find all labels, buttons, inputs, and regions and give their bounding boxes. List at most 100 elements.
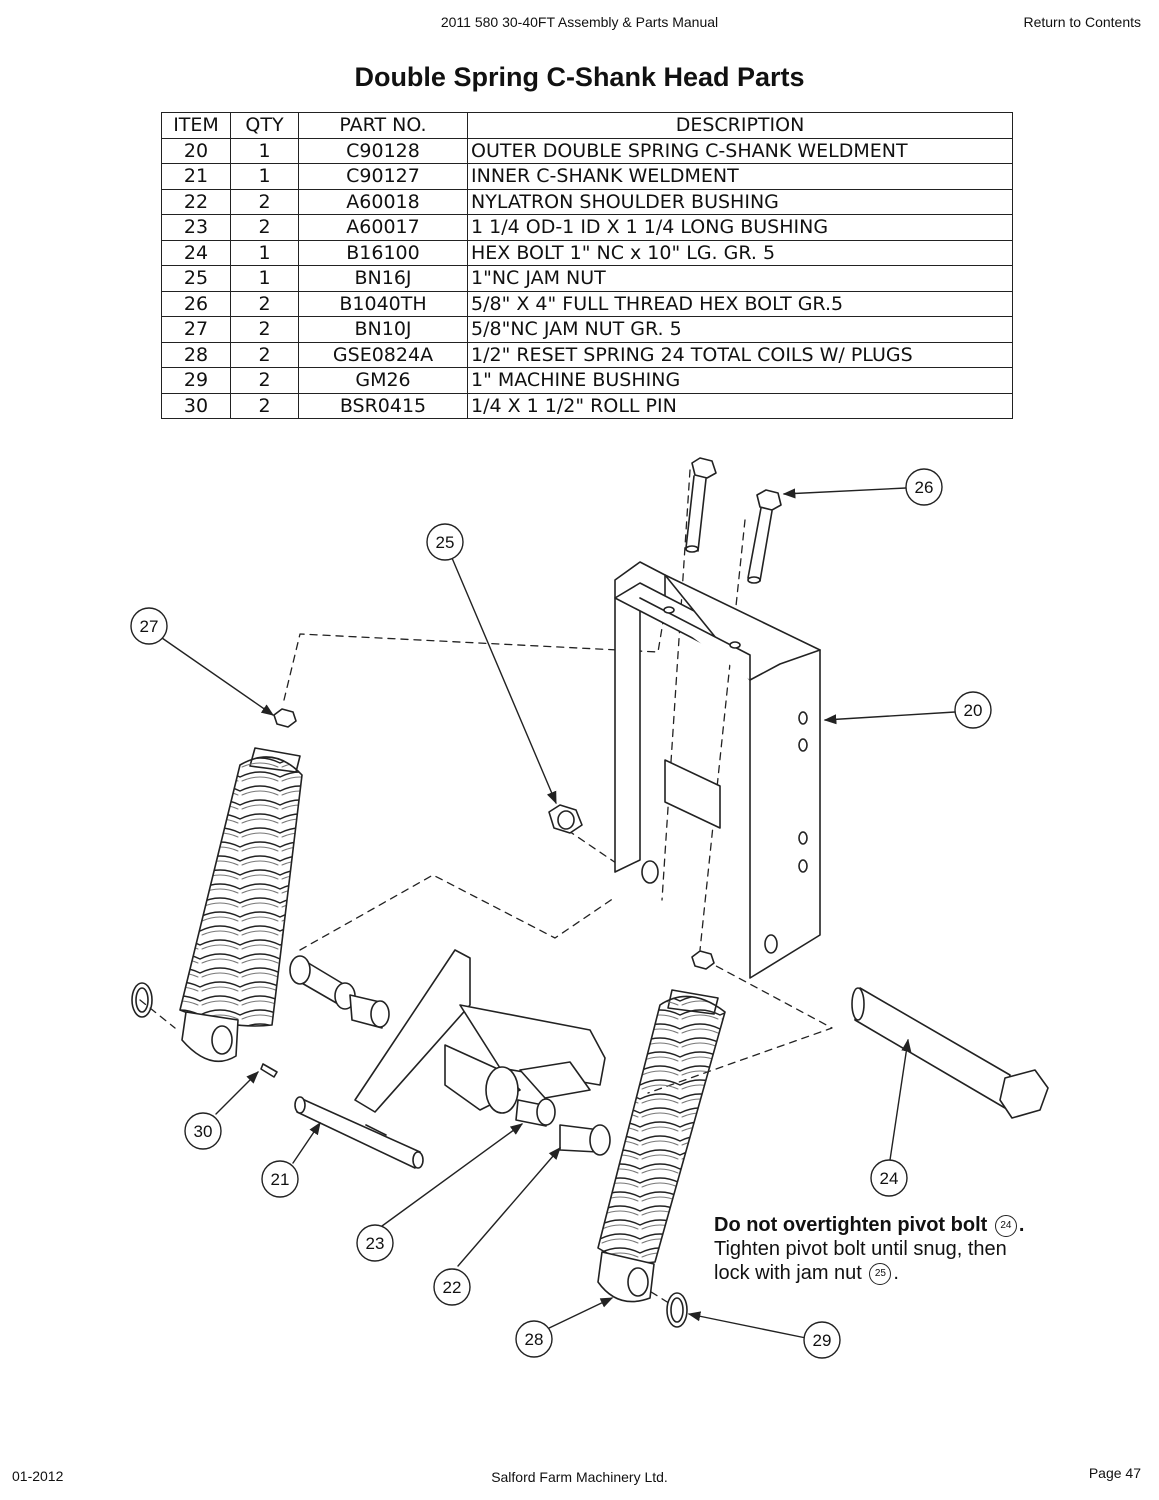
qty-cell: 2 — [230, 188, 299, 215]
description-cell: 1/2" RESET SPRING 24 TOTAL COILS W/ PLUG… — [467, 341, 1013, 368]
jam-nut-27-left — [273, 708, 297, 728]
description-cell: 5/8"NC JAM NUT GR. 5 — [467, 316, 1013, 343]
reset-spring-28-right — [597, 989, 726, 1303]
pivot-shaft-21 — [294, 1096, 424, 1169]
callout-27: 27 — [130, 607, 168, 645]
machine-bushing-29-right — [666, 1292, 688, 1328]
return-to-contents-link[interactable]: Return to Contents — [1023, 14, 1141, 30]
part-no-cell: BN10J — [298, 316, 468, 343]
qty-cell: 2 — [230, 290, 299, 317]
description-cell: HEX BOLT 1" NC x 10" LG. GR. 5 — [467, 239, 1013, 266]
callout-30: 30 — [184, 1112, 222, 1150]
callout-25: 25 — [426, 523, 464, 561]
part-no-cell: A60018 — [298, 188, 468, 215]
item-cell: 30 — [161, 392, 231, 419]
description-cell: 1" MACHINE BUSHING — [467, 367, 1013, 394]
callout-22: 22 — [433, 1268, 471, 1306]
callout-29: 29 — [803, 1321, 841, 1359]
machine-bushing-29-left — [131, 982, 153, 1018]
part-no-cell: GSE0824A — [298, 341, 468, 368]
qty-cell: 2 — [230, 214, 299, 241]
callout-30-label: 30 — [194, 1122, 213, 1141]
qty-cell: 2 — [230, 367, 299, 394]
col-part-no: PART NO. — [298, 112, 468, 139]
callout-26-label: 26 — [915, 478, 934, 497]
part-no-cell: BN16J — [298, 265, 468, 292]
item-cell: 23 — [161, 214, 231, 241]
col-item: ITEM — [161, 112, 231, 139]
item-cell: 20 — [161, 137, 231, 164]
callout-27-label: 27 — [140, 617, 159, 636]
leader-lines — [161, 487, 956, 1339]
part-no-cell: B1040TH — [298, 290, 468, 317]
assembly-guide-lines — [139, 469, 833, 1306]
shoulder-bushing-22-bottom — [559, 1124, 611, 1156]
note-line3-text: lock with jam nut — [714, 1262, 862, 1284]
description-cell: 1"NC JAM NUT — [467, 265, 1013, 292]
callout-25-label: 25 — [436, 533, 455, 552]
hex-bolt-26-left — [685, 457, 717, 553]
bushing-23-bottom — [515, 1098, 556, 1127]
footer-page-number: Page 47 — [1088, 1465, 1141, 1481]
qty-cell: 2 — [230, 392, 299, 419]
col-description: DESCRIPTION — [467, 112, 1013, 139]
qty-cell: 1 — [230, 239, 299, 266]
item-cell: 24 — [161, 239, 231, 266]
item-cell: 22 — [161, 188, 231, 215]
table-header-row: ITEM QTY PART NO. DESCRIPTION — [161, 112, 1013, 139]
page-heading: Double Spring C-Shank Head Parts — [354, 62, 805, 92]
assembly-note: Do not overtighten pivot bolt 24. Tighte… — [714, 1213, 1024, 1285]
callout-28: 28 — [515, 1320, 553, 1358]
callout-23: 23 — [356, 1224, 394, 1262]
part-no-cell: A60017 — [298, 214, 468, 241]
roll-pin-30 — [260, 1063, 278, 1078]
item-cell: 27 — [161, 316, 231, 343]
note-line-2: Tighten pivot bolt until snug, then — [714, 1238, 1007, 1260]
note-ref-24: 24 — [994, 1214, 1017, 1237]
bushing-23-top — [349, 994, 390, 1029]
note-line3-end: . — [893, 1262, 899, 1284]
description-cell: OUTER DOUBLE SPRING C-SHANK WELDMENT — [467, 137, 1013, 164]
qty-cell: 1 — [230, 265, 299, 292]
callout-21-label: 21 — [271, 1170, 290, 1189]
inner-c-shank-weldment-21 — [354, 949, 606, 1114]
shoulder-bushing-22-top — [289, 955, 356, 1010]
hex-bolt-24 — [851, 987, 1049, 1119]
callout-22-label: 22 — [443, 1278, 462, 1297]
callout-24-label: 24 — [880, 1169, 899, 1188]
item-cell: 29 — [161, 367, 231, 394]
hex-bolt-26-right — [747, 489, 782, 584]
description-cell: 1 1/4 OD-1 ID X 1 1/4 LONG BUSHING — [467, 214, 1013, 241]
note-ref-25: 25 — [869, 1262, 892, 1285]
callout-24: 24 — [870, 1159, 908, 1197]
col-qty: QTY — [230, 112, 299, 139]
qty-cell: 2 — [230, 316, 299, 343]
qty-cell: 1 — [230, 163, 299, 190]
item-cell: 21 — [161, 163, 231, 190]
exploded-assembly-diagram: 26 25 27 20 30 21 23 22 24 28 29 — [130, 457, 1049, 1359]
note-line1-end: . — [1018, 1214, 1025, 1236]
callout-29-label: 29 — [813, 1331, 832, 1350]
reset-spring-28-left — [179, 747, 303, 1063]
description-cell: INNER C-SHANK WELDMENT — [467, 163, 1013, 190]
footer-company: Salford Farm Machinery Ltd. — [491, 1469, 668, 1485]
part-no-cell: GM26 — [298, 367, 468, 394]
callout-20: 20 — [954, 691, 992, 729]
part-no-cell: B16100 — [298, 239, 468, 266]
callout-23-label: 23 — [366, 1234, 385, 1253]
description-cell: 5/8" X 4" FULL THREAD HEX BOLT GR.5 — [467, 290, 1013, 317]
item-cell: 28 — [161, 341, 231, 368]
item-cell: 26 — [161, 290, 231, 317]
qty-cell: 2 — [230, 341, 299, 368]
